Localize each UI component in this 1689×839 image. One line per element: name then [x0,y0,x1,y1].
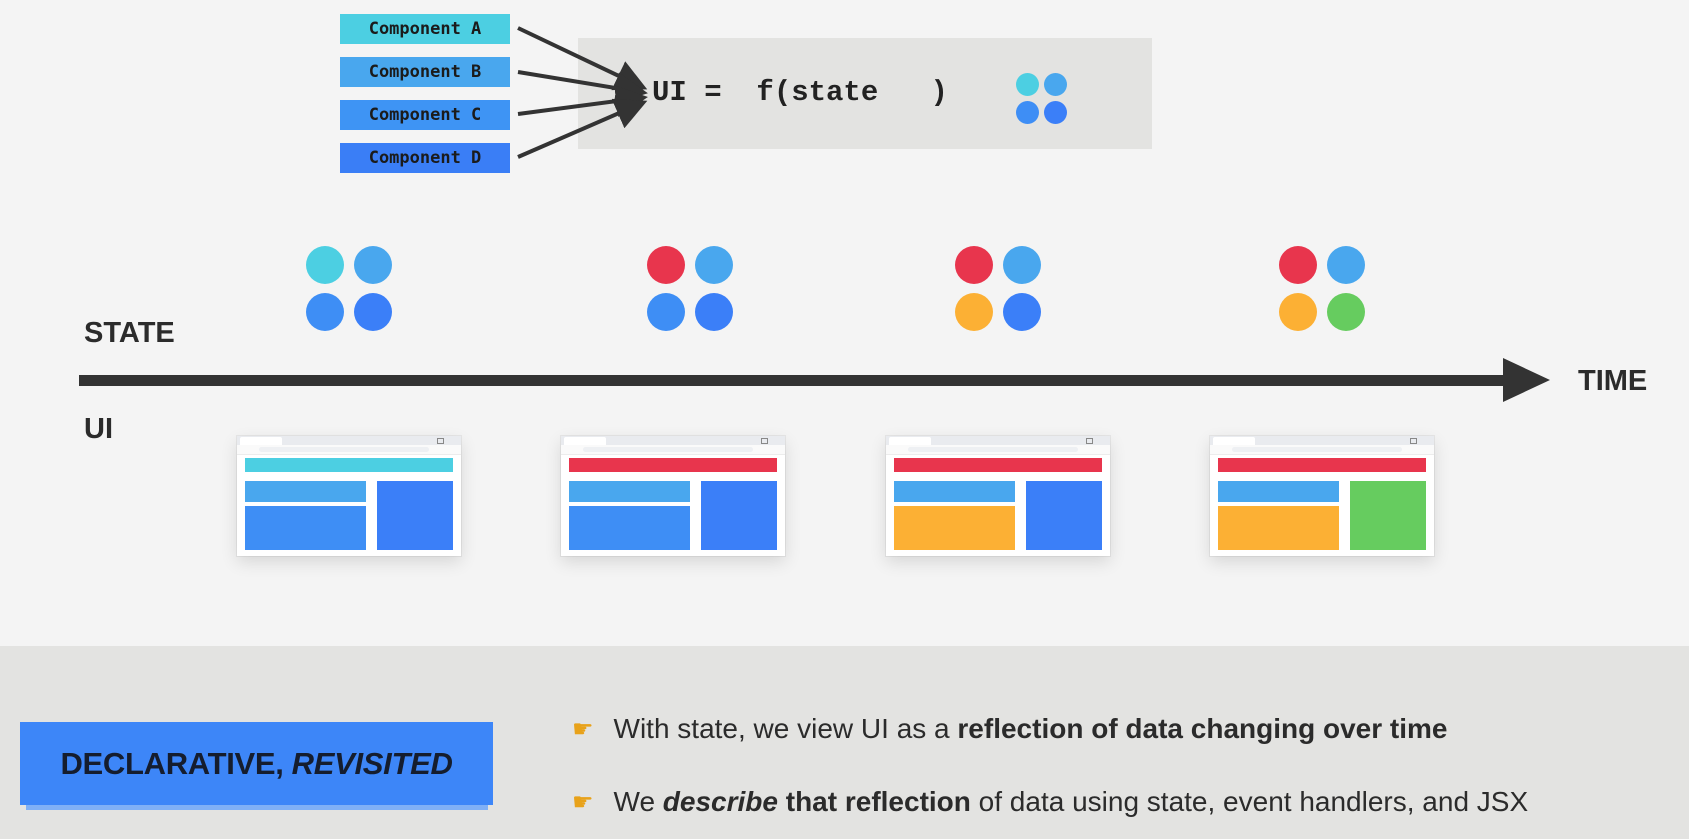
time-label: TIME [1578,365,1648,397]
content-block [894,506,1015,550]
nav-block [245,481,366,502]
nav-block [1218,481,1339,502]
bullet-2: ☛ We describe that reflection of data us… [572,786,1528,818]
component-c-label: Component C [368,105,482,125]
state-3-dot-2 [1003,246,1041,284]
state-1-dot-1 [306,246,344,284]
maximize-icon [437,438,444,444]
component-d-box: Component D [340,143,510,173]
address-input [259,447,429,452]
state-2-dot-1 [647,246,685,284]
nav-block [894,481,1015,502]
state-1-dot-2 [354,246,392,284]
component-b-label: Component B [368,62,482,82]
formula-dot-1 [1016,73,1039,96]
bullet-1: ☛ With state, we view UI as a reflection… [572,713,1448,745]
maximize-icon [1086,438,1093,444]
browser-tab [1213,437,1255,445]
content-block [245,506,366,550]
close-icon [1422,438,1427,442]
formula-text: UI = f(state ) [652,76,948,109]
close-icon [449,438,454,442]
browser-titlebar [561,436,785,445]
browser-tab [564,437,606,445]
header-block [894,458,1102,472]
arrow-d [517,98,648,159]
side-block [701,481,777,550]
close-icon [773,438,778,442]
title-main: DECLARATIVE, [60,745,284,781]
state-2-dot-2 [695,246,733,284]
time-arrowhead [1503,358,1550,402]
nav-block [569,481,690,502]
bullet-2-text: We describe that reflection of data usin… [613,786,1529,817]
state-3-dot-3 [955,293,993,331]
component-a-label: Component A [368,19,482,39]
browser-tab [240,437,282,445]
component-c-box: Component C [340,100,510,130]
state-1-dot-4 [354,293,392,331]
state-4-dot-2 [1327,246,1365,284]
pointing-hand-icon: ☛ [572,715,594,743]
arrow-a [517,26,648,91]
ui-snapshot-3 [886,436,1110,556]
address-input [583,447,753,452]
header-block [569,458,777,472]
formula-dot-4 [1044,101,1067,124]
browser-titlebar [237,436,461,445]
browser-tab [889,437,931,445]
formula-dot-3 [1016,101,1039,124]
header-block [245,458,453,472]
state-2-dot-4 [695,293,733,331]
maximize-icon [1410,438,1417,444]
browser-titlebar [1210,436,1434,445]
component-a-box: Component A [340,14,510,44]
browser-titlebar [886,436,1110,445]
close-icon [1098,438,1103,442]
maximize-icon [761,438,768,444]
content-block [1218,506,1339,550]
time-axis [79,375,1509,386]
header-block [1218,458,1426,472]
state-2-dot-3 [647,293,685,331]
state-1-dot-3 [306,293,344,331]
ui-label: UI [84,413,113,445]
bullet-1-text: With state, we view UI as a reflection o… [613,713,1448,744]
ui-snapshot-4 [1210,436,1434,556]
address-input [1232,447,1402,452]
side-block [1350,481,1426,550]
component-d-label: Component D [368,148,482,168]
arrow-b [517,70,648,104]
state-3-dot-4 [1003,293,1041,331]
formula-dot-2 [1044,73,1067,96]
component-b-box: Component B [340,57,510,87]
content-block [569,506,690,550]
state-label: STATE [84,317,175,349]
state-4-dot-3 [1279,293,1317,331]
state-4-dot-4 [1327,293,1365,331]
side-block [1026,481,1102,550]
side-block [377,481,453,550]
title-italic: REVISITED [291,745,453,781]
state-4-dot-1 [1279,246,1317,284]
section-title: DECLARATIVE,REVISITED [20,722,493,805]
state-3-dot-1 [955,246,993,284]
ui-snapshot-2 [561,436,785,556]
ui-snapshot-1 [237,436,461,556]
pointing-hand-icon: ☛ [572,788,594,816]
address-input [908,447,1078,452]
